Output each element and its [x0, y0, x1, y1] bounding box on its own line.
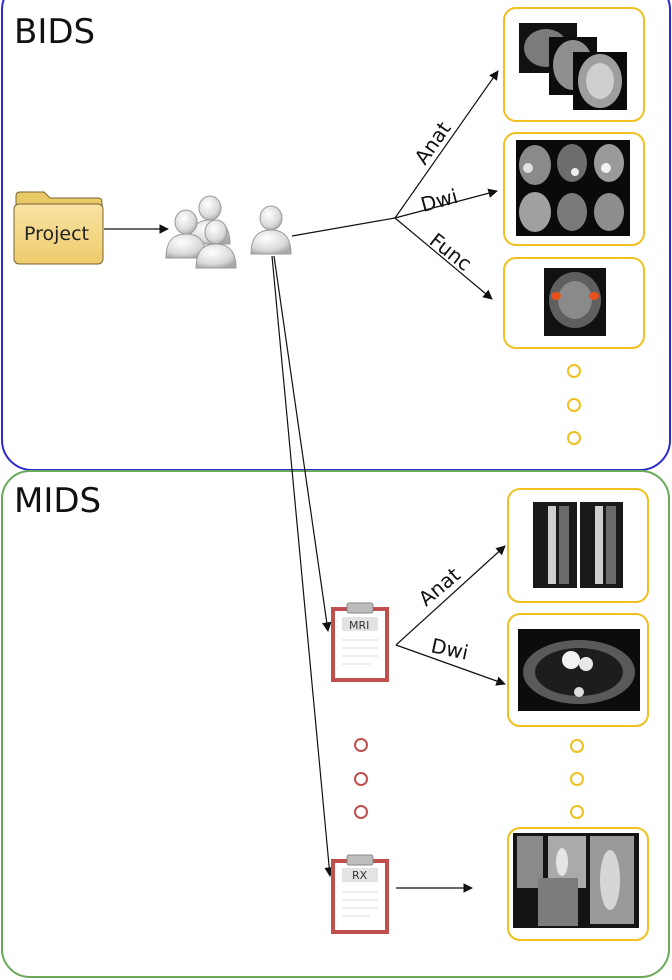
bids-func-label: Func [425, 228, 477, 276]
rx-clipboard-icon [331, 854, 389, 934]
mids-card-ellipsis-dot [570, 772, 584, 786]
bids-ellipsis-dot [567, 364, 581, 378]
person-to-rx-arrow [271, 255, 334, 877]
project-label: Project [24, 223, 89, 245]
anat-arrow [394, 70, 499, 219]
mids-anat-label: Anat [414, 562, 465, 610]
bids-dwi-label: Dwi [418, 184, 460, 217]
rx-clipboard-label: RX [352, 869, 368, 882]
person-to-mri-arrow [273, 255, 332, 632]
mids-dwi-arrow [395, 644, 506, 686]
mri-clipboard-icon [331, 602, 389, 682]
mids-ellipsis-dot [354, 738, 368, 752]
bids-ellipsis-dot [567, 398, 581, 412]
bids-ellipsis-dot [567, 431, 581, 445]
project-folder-icon [13, 191, 104, 265]
mri-clipboard-label: MRI [349, 619, 369, 632]
mids-card-ellipsis-dot [570, 739, 584, 753]
mids-card-ellipsis-dot [570, 805, 584, 819]
mids-ellipsis-dot [354, 805, 368, 819]
mids-dwi-card [507, 613, 649, 727]
bids-dwi-card [503, 132, 645, 246]
bids-anat-label: Anat [409, 117, 455, 169]
mids-anat-card [507, 488, 649, 603]
func-arrow [394, 217, 493, 300]
person-icon [250, 205, 292, 255]
mids-anat-arrow [395, 545, 506, 646]
bids-anat-card [503, 7, 645, 122]
bids-func-card [503, 257, 645, 349]
mids-dwi-label: Dwi [429, 633, 471, 664]
group-icon [165, 195, 237, 269]
mids-ellipsis-dot [354, 772, 368, 786]
mids-container [1, 470, 670, 978]
dwi-arrow [394, 188, 498, 219]
mids-title: MIDS [14, 481, 101, 521]
bids-title: BIDS [14, 12, 95, 52]
rx-card [507, 827, 649, 941]
person-to-branch-line [291, 217, 396, 237]
